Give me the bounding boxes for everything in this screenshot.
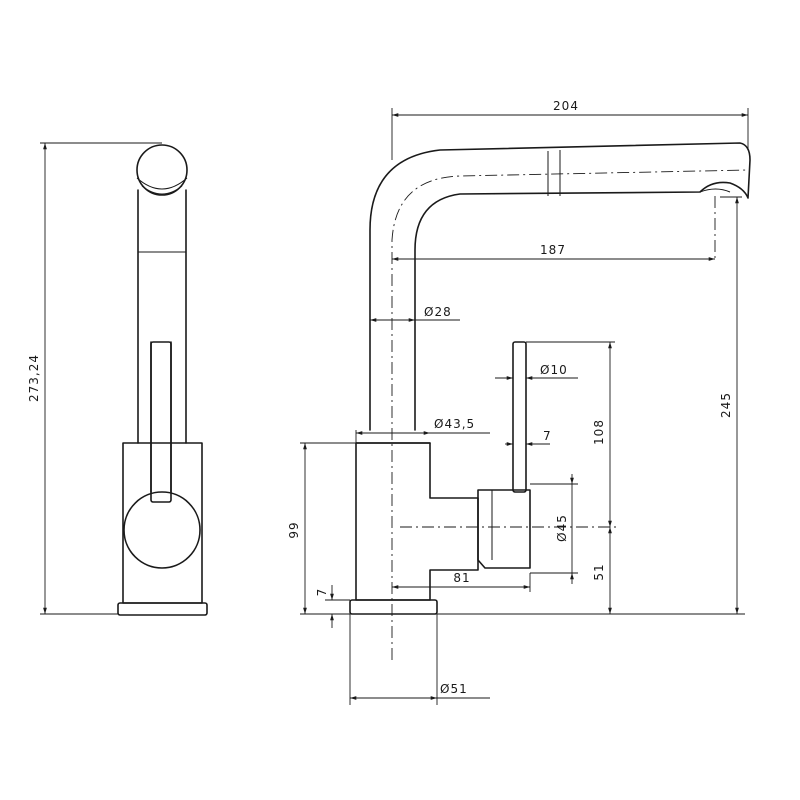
front-lever-disc <box>123 491 201 569</box>
dim-reach-spout: 187 <box>540 243 566 257</box>
front-base <box>117 602 208 616</box>
dim-spout-height: 245 <box>719 392 733 418</box>
front-body <box>122 442 203 604</box>
side-base <box>349 599 438 615</box>
dim-cartridge-diameter: Ø45 <box>555 514 569 542</box>
front-spout-riser <box>137 189 187 444</box>
dim-body-diameter: Ø43,5 <box>434 417 475 431</box>
dim-lever-axis-height: 51 <box>592 563 606 580</box>
side-lever-stick <box>512 341 527 493</box>
dim-lever-reach: 81 <box>453 571 470 585</box>
front-lever-handle <box>150 341 172 503</box>
dim-body-height: 99 <box>287 521 301 538</box>
front-view: 273,24 <box>27 142 208 616</box>
dim-base-diameter: Ø51 <box>440 682 468 696</box>
dim-base-thickness: 7 <box>315 588 329 597</box>
dim-spout-diameter: Ø28 <box>424 305 452 319</box>
side-view: 204 187 245 Ø28 Ø10 Ø43,5 7 108 51 <box>287 99 751 705</box>
side-lever-block <box>477 489 531 569</box>
dim-reach-overall: 204 <box>553 99 579 113</box>
dim-total-height: 273,24 <box>27 354 41 402</box>
dim-lever-height: 108 <box>592 419 606 445</box>
side-spout-outline <box>369 142 751 431</box>
front-spout-head <box>136 144 188 196</box>
dim-lever-offset: 7 <box>543 429 552 443</box>
dim-lever-diameter: Ø10 <box>540 363 568 377</box>
